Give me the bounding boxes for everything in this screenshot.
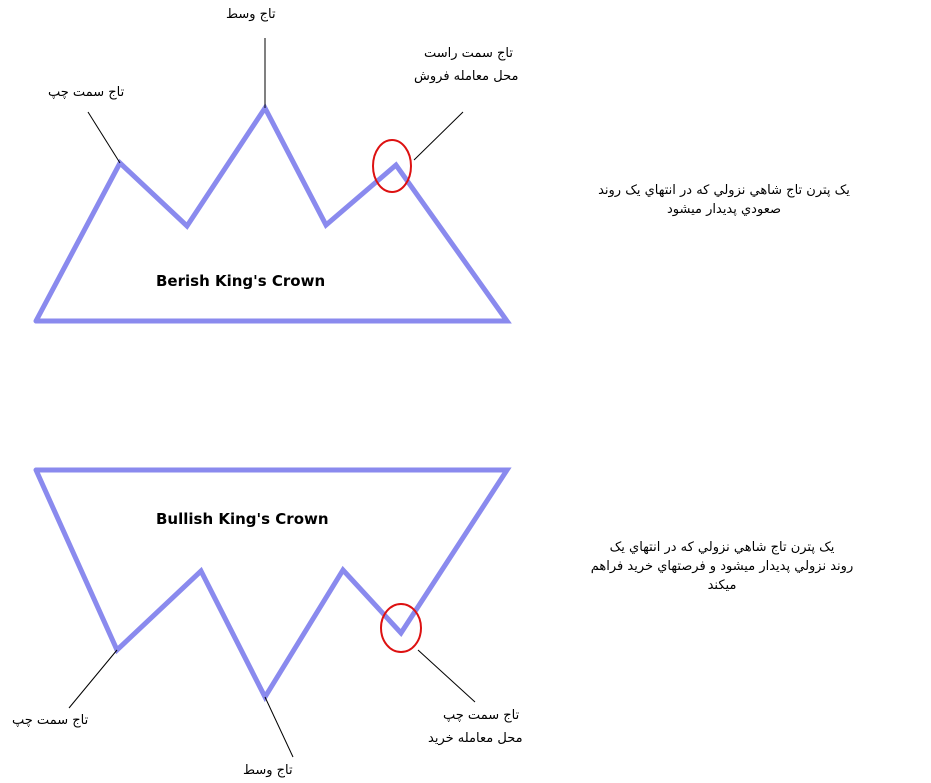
- bearish-crown-outline: [33, 103, 512, 324]
- bullish-description: یک پترن تاج شاهي نزولي که در انتهاي یک ر…: [516, 538, 928, 595]
- bullish-right-pointer: [417, 649, 476, 703]
- bullish-right-crown-label-2: محل معامله خرید: [428, 731, 523, 746]
- bearish-pattern-title: Berish King's Crown: [156, 272, 326, 290]
- bullish-left-pointer: [68, 649, 118, 709]
- bullish-right-crown-label-1: تاج سمت چپ: [443, 708, 520, 723]
- bearish-description-line-1: یک پترن تاج شاهي نزولي که در انتهاي یک ر…: [598, 183, 850, 198]
- bullish-left-crown-label: تاج سمت چپ: [12, 713, 89, 728]
- bearish-sell-point-circle: [372, 139, 412, 193]
- bearish-left-pointer: [87, 111, 121, 164]
- bullish-description-line-3: میکند: [707, 578, 737, 593]
- bearish-right-crown-label-1: تاج سمت راست: [424, 46, 513, 61]
- bearish-right-pointer: [413, 111, 464, 161]
- bearish-middle-crown-label: تاج وسط: [226, 7, 276, 22]
- bullish-description-line-1: یک پترن تاج شاهي نزولي که در انتهاي یک: [609, 540, 835, 555]
- bearish-description: یک پترن تاج شاهي نزولي که در انتهاي یک ر…: [522, 181, 926, 219]
- bullish-middle-crown-label: تاج وسط: [243, 763, 293, 778]
- bearish-right-crown-label-2: محل معامله فروش: [414, 69, 519, 84]
- bearish-left-crown-label: تاج سمت چپ: [48, 85, 125, 100]
- bullish-middle-pointer: [264, 696, 294, 758]
- bullish-crown-outline: [33, 467, 512, 703]
- bearish-description-line-2: صعودي پدیدار میشود: [666, 202, 782, 217]
- bullish-buy-point-circle: [380, 603, 422, 653]
- bullish-description-line-2: روند نزولي پدیدار میشود و فرصتهاي خرید ف…: [590, 559, 854, 574]
- bullish-pattern-title: Bullish King's Crown: [156, 510, 329, 528]
